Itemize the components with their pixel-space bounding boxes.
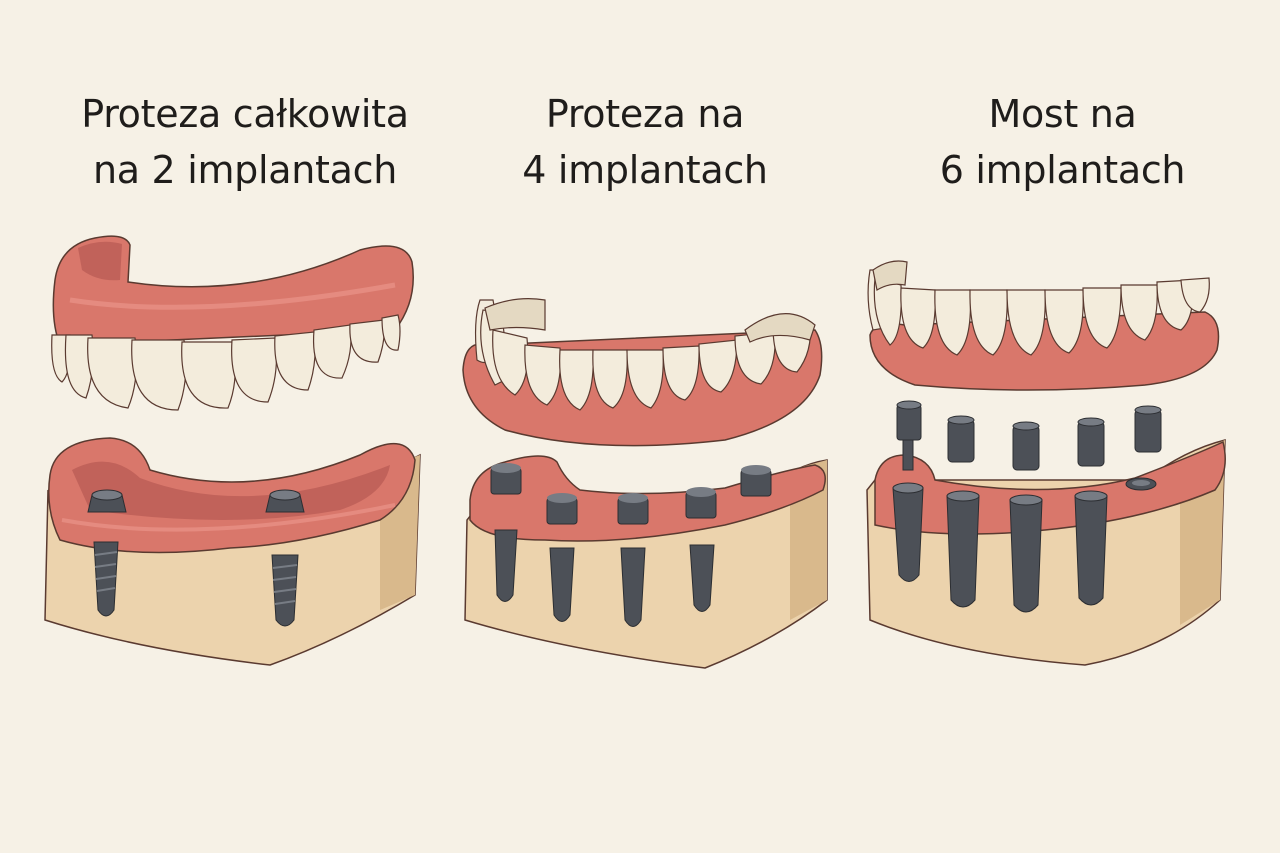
six-implant-bridge-illustration [866,260,1226,666]
title-line-2: 6 implantach [939,148,1186,192]
full-denture [51,235,414,411]
lower-jaw-model [44,437,421,666]
panel-title: Most na 6 implantach [845,86,1280,198]
implant [1074,490,1108,606]
implant [1009,494,1043,613]
abutment [1077,417,1105,467]
abutment [740,465,772,497]
four-implant-denture-illustration [462,298,828,669]
panel-six-implants: Most na 6 implantach [845,0,1280,853]
two-implant-denture-illustration [44,235,421,666]
lower-jaw-model [866,439,1226,666]
implant-site [1125,477,1157,491]
title-line-2: na 2 implantach [93,148,397,192]
abutment [947,415,975,463]
implant [946,490,980,608]
abutment [1012,421,1040,471]
implant [87,489,127,617]
implant [546,493,578,622]
title-line-2: 4 implantach [522,148,768,192]
panel-title: Proteza całkowita na 2 implantach [0,86,490,198]
panel-four-implants: Proteza na 4 implantach [445,0,845,853]
fixed-bridge [867,260,1220,391]
lower-denture [462,298,823,447]
abutment-screw [896,400,922,471]
title-line-1: Proteza na [545,92,745,136]
implant [617,493,649,627]
implant [892,482,924,582]
implant [685,487,717,612]
implant [490,463,522,602]
title-line-1: Proteza całkowita [81,92,409,136]
implant [265,489,305,627]
panel-two-implants: Proteza całkowita na 2 implantach [0,0,490,853]
title-line-1: Most na [988,92,1137,136]
abutment [1134,405,1162,453]
panel-title: Proteza na 4 implantach [445,86,845,198]
